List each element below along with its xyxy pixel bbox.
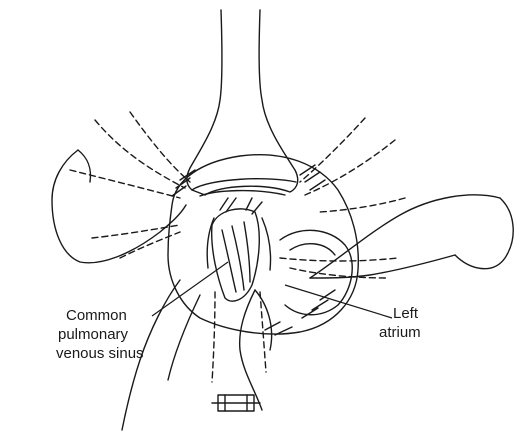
label-common-line1: Common xyxy=(66,306,127,325)
leader-line-venous-sinus xyxy=(152,262,228,316)
suture-line xyxy=(120,232,180,258)
suture-line xyxy=(305,140,395,195)
suture-line xyxy=(260,292,266,372)
suture-line xyxy=(130,112,190,182)
heart-outline xyxy=(168,155,358,334)
label-left-atrium-line1: Left xyxy=(393,304,418,323)
suture-line xyxy=(92,225,180,238)
suture-line xyxy=(70,170,180,198)
suture-line xyxy=(280,258,398,261)
suture-line xyxy=(95,120,185,188)
label-common-line3: venous sinus xyxy=(56,344,144,363)
suture-line xyxy=(290,268,388,278)
label-left-atrium-line2: atrium xyxy=(379,323,421,342)
suture-line xyxy=(212,292,215,382)
suture-line xyxy=(300,118,365,182)
label-common-line2: pulmonary xyxy=(58,325,128,344)
suture-line xyxy=(320,198,405,212)
left-retractor xyxy=(52,150,186,263)
lower-vessel xyxy=(240,290,262,410)
right-retractor xyxy=(455,198,513,269)
